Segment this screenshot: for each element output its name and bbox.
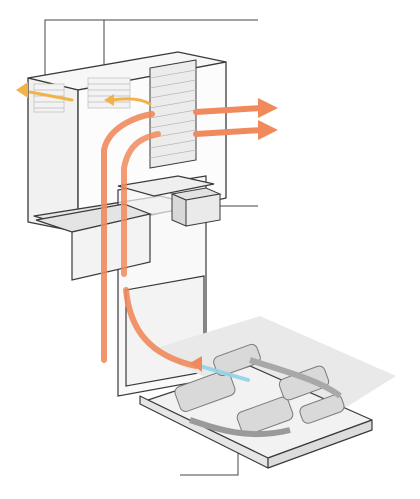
heat-exchanger (170, 187, 222, 227)
machine-unit-1 (174, 370, 236, 412)
plant-room-side-wall (267, 419, 373, 469)
arrow-heads (16, 82, 278, 372)
heat-exchanger-side (185, 193, 221, 227)
machine-duct (189, 417, 291, 438)
hot-air-inner-path (121, 131, 161, 277)
heat-exchanger-front (171, 193, 187, 227)
warm-air-intake-path (110, 97, 152, 106)
machine-unit-2 (236, 396, 294, 436)
top-intake-leader (44, 19, 258, 88)
arrow-right-icon (258, 120, 278, 140)
exhaust-grille-slats (149, 69, 197, 159)
arrow-right-icon (258, 98, 278, 118)
cool-air-path (198, 364, 250, 382)
warm-air-left-path (28, 90, 74, 102)
arrow-left-icon (190, 356, 202, 372)
machine-unit-4 (213, 343, 261, 377)
hot-air-return-path (101, 111, 155, 363)
arrow-left-icon (16, 82, 28, 98)
hot-air-loop-path (123, 287, 199, 369)
arrow-left-icon (104, 94, 114, 106)
center-intake-louvre (87, 77, 131, 109)
machine-unit-3 (278, 365, 330, 401)
exhaust-arrow-1-shaft (193, 105, 265, 115)
exhaust-arrow-2-shaft (193, 127, 265, 137)
machine-duct-2 (249, 357, 342, 399)
exhaust-grille (149, 59, 197, 169)
machinery (174, 343, 345, 438)
machine-unit-5 (299, 394, 345, 424)
intake-louvres (33, 77, 131, 113)
shaft-side-box (117, 175, 215, 197)
airflow (28, 90, 265, 382)
